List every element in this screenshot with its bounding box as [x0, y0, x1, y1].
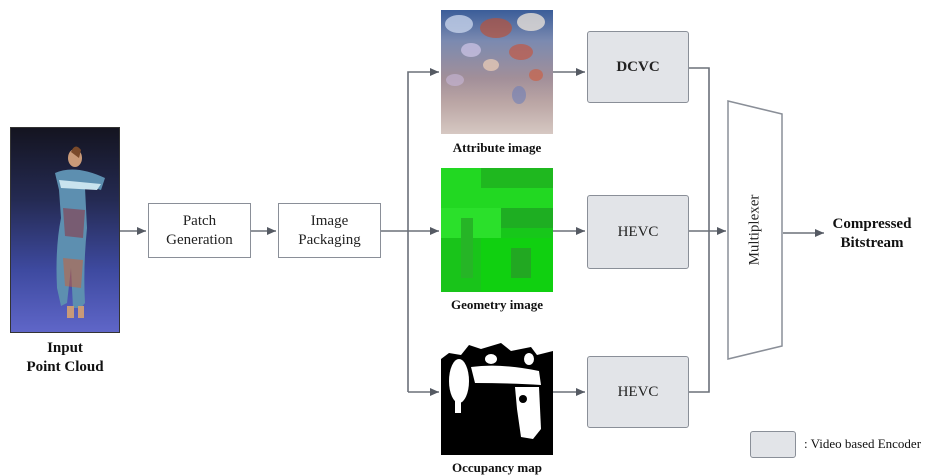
patch-generation-line1: Patch	[182, 212, 217, 229]
patch-generation-line2: Generation	[166, 231, 233, 248]
encoder-hevc-geometry: HEVC	[587, 195, 689, 269]
input-caption-line1: Input	[47, 340, 83, 356]
patch-generation-box: Patch Generation	[148, 203, 251, 258]
image-packaging-line1: Image	[310, 212, 349, 229]
output-caption-line1: Compressed	[832, 216, 912, 232]
geometry-image-caption: Geometry image	[450, 297, 544, 312]
geometry-image	[441, 168, 553, 292]
encoder-hevc-occupancy-label: HEVC	[617, 383, 659, 400]
attribute-image-caption: Attribute image	[452, 140, 542, 155]
output-caption-line2: Bitstream	[840, 235, 904, 251]
multiplexer-shape: Multiplexer	[727, 100, 783, 360]
encoder-dcvc: DCVC	[587, 31, 689, 103]
attribute-texture-icon	[445, 13, 545, 104]
image-packaging-line2: Packaging	[298, 231, 361, 248]
encoder-hevc-occupancy: HEVC	[587, 356, 689, 428]
geometry-texture-icon	[441, 168, 553, 292]
occupancy-map	[441, 329, 553, 455]
legend: : Video based Encoder	[750, 430, 937, 460]
input-caption-line2: Point Cloud	[26, 359, 104, 375]
attribute-image	[441, 10, 553, 134]
legend-swatch	[750, 431, 796, 458]
input-point-cloud-image	[10, 127, 120, 333]
legend-label: : Video based Encoder	[804, 436, 922, 451]
occupancy-shapes-icon	[441, 329, 553, 439]
person-figure-icon	[55, 146, 105, 318]
encoder-dcvc-label: DCVC	[616, 58, 660, 75]
encoder-hevc-geometry-label: HEVC	[617, 223, 659, 240]
multiplexer-label: Multiplexer	[746, 195, 762, 266]
image-packaging-box: Image Packaging	[278, 203, 381, 258]
occupancy-map-caption: Occupancy map	[452, 460, 542, 475]
output-caption: Compressed Bitstream	[822, 215, 922, 253]
input-caption: Input Point Cloud	[10, 339, 120, 377]
